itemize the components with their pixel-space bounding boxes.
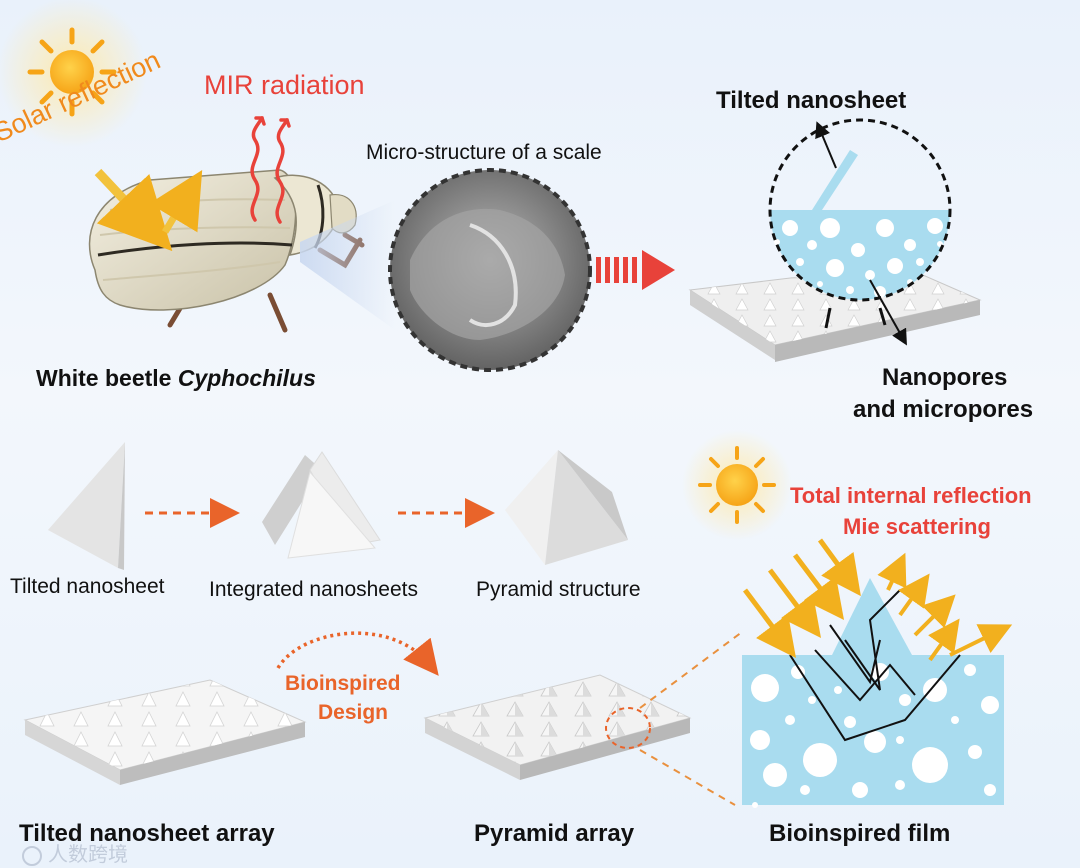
beetle-caption-species: Cyphochilus xyxy=(177,365,316,391)
nanopores-label-line2: and micropores xyxy=(853,396,1034,423)
sun-icon xyxy=(0,0,147,147)
bioinspired-design-line2: Design xyxy=(318,701,389,724)
bioinspired-design-line1: Bioinspired xyxy=(285,672,401,695)
pyramid-shape xyxy=(505,450,628,565)
tir-label-line2: Mie scattering xyxy=(843,514,991,539)
transition-arrow xyxy=(596,250,675,290)
mir-radiation-waves xyxy=(250,116,291,224)
solar-reflection-arrows xyxy=(94,168,203,252)
tilted-nanosheet-top-label: Tilted nanosheet xyxy=(716,87,907,114)
zoom-cone xyxy=(300,200,395,330)
bioinspired-design-arrow xyxy=(276,631,439,676)
pyramid-structure-label: Pyramid structure xyxy=(476,578,641,601)
watermark-logo-icon xyxy=(22,845,42,866)
nanopores-label-line1: Nanopores xyxy=(882,364,1008,391)
micro-structure-label: Micro-structure of a scale xyxy=(366,141,602,164)
film-zoom-lines xyxy=(639,631,743,806)
tir-label-line1: Total internal reflection xyxy=(790,483,1032,508)
integrated-nanosheets-shape xyxy=(262,451,381,559)
tilted-nanosheet-array xyxy=(23,679,307,785)
watermark-text: 人数跨境 xyxy=(48,844,128,866)
sem-image-circle xyxy=(388,168,592,372)
beetle-caption: White beetle Cyphochilus xyxy=(36,365,316,392)
bioinspired-film xyxy=(742,538,1013,808)
beetle-caption-prefix: White beetle xyxy=(36,365,178,391)
watermark: 人数跨境 xyxy=(22,838,128,867)
tilted-nanosheet-label: Tilted nanosheet xyxy=(10,575,165,598)
nanosheet-zoom-circle xyxy=(768,118,952,346)
tilted-array-label: Tilted nanosheet array xyxy=(19,820,275,847)
pyramid-array xyxy=(423,674,692,780)
pyramid-array-label: Pyramid array xyxy=(474,820,635,847)
tilted-nanosheet-shape xyxy=(48,442,125,570)
integrated-nanosheets-label: Integrated nanosheets xyxy=(209,578,418,601)
bioinspired-film-label: Bioinspired film xyxy=(769,820,951,847)
mir-radiation-label: MIR radiation xyxy=(204,70,365,100)
sun-icon-2 xyxy=(682,430,792,540)
callout-lines xyxy=(824,307,887,329)
